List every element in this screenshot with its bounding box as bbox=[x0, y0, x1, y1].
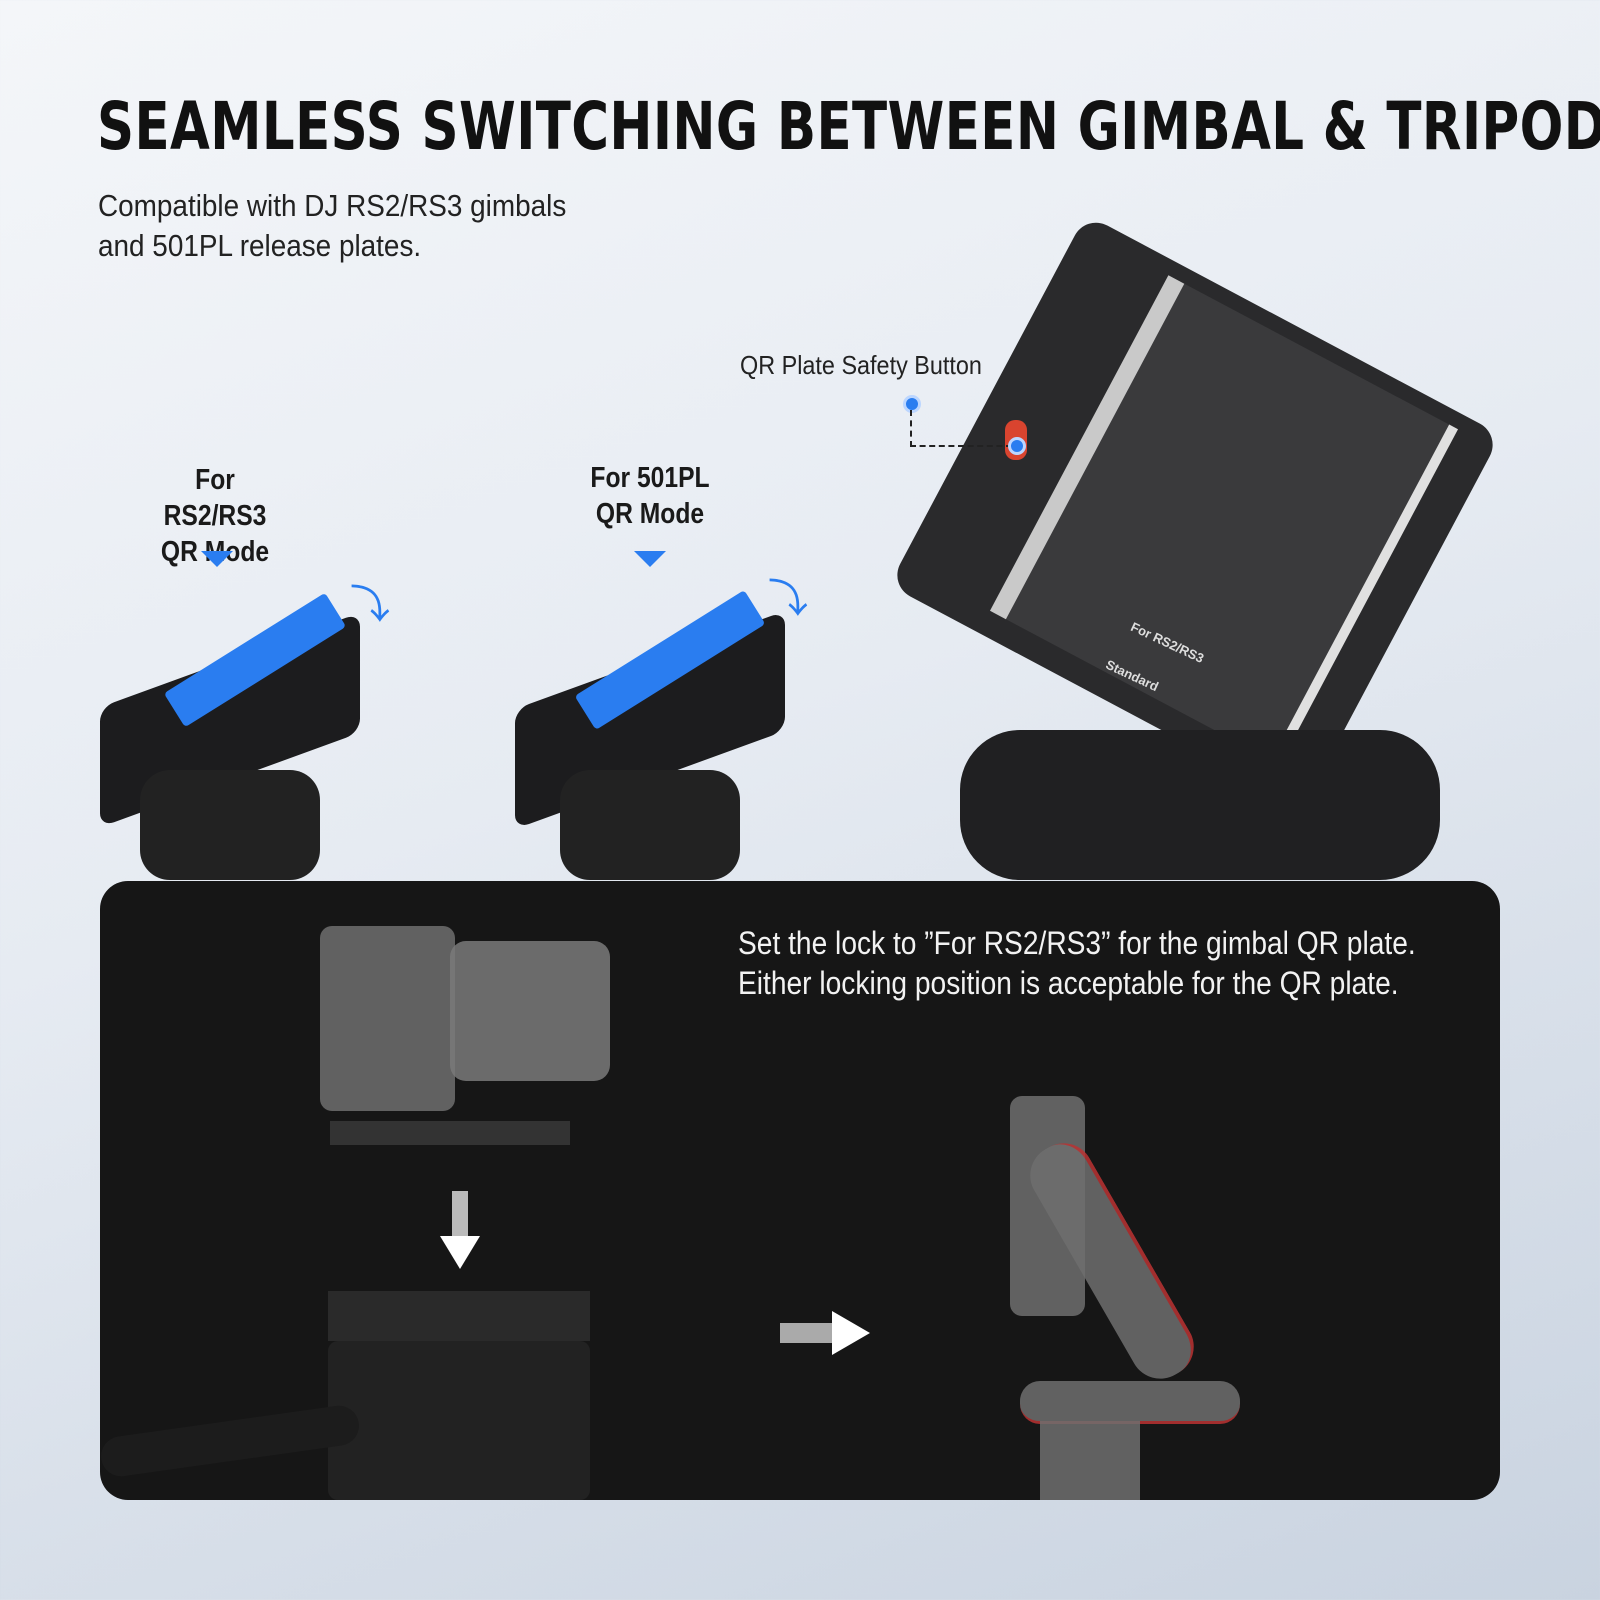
instruction-text: Set the lock to ”For RS2/RS3” for the gi… bbox=[738, 923, 1416, 1003]
instruction-panel: Set the lock to ”For RS2/RS3” for the gi… bbox=[100, 881, 1500, 1500]
triangle-down-icon bbox=[201, 551, 233, 567]
instruction-line: Set the lock to ”For RS2/RS3” for the gi… bbox=[738, 925, 1416, 961]
mode-label-line: QR Mode bbox=[595, 498, 705, 530]
rotate-arrow-icon: ⤵ bbox=[350, 583, 390, 627]
triangle-down-icon bbox=[634, 551, 666, 567]
callout-dot bbox=[1008, 437, 1026, 455]
mode-label-rs2-rs3: For RS2/RS3 QR Mode bbox=[143, 462, 288, 570]
subtitle-line: Compatible with DJ RS2/RS3 gimbals bbox=[98, 188, 567, 223]
mode-label-501pl: For 501PL QR Mode bbox=[578, 460, 723, 532]
subtitle-line: and 501PL release plates. bbox=[98, 228, 422, 263]
mode-label-line: For 501PL bbox=[590, 462, 710, 494]
callout-leader-line bbox=[910, 410, 1012, 447]
mode-label-line: For RS2/RS3 bbox=[163, 464, 267, 532]
page-title: SEAMLESS SWITCHING BETWEEN GIMBAL & TRIP… bbox=[97, 88, 1600, 165]
arrow-down-icon bbox=[440, 1191, 480, 1269]
instruction-line: Either locking position is acceptable fo… bbox=[738, 965, 1399, 1001]
callout-dot bbox=[903, 395, 921, 413]
subtitle: Compatible with DJ RS2/RS3 gimbals and 5… bbox=[98, 186, 566, 266]
rotate-arrow-icon: ⤵ bbox=[768, 577, 808, 621]
callout-label: QR Plate Safety Button bbox=[740, 350, 982, 380]
arrow-right-icon bbox=[780, 1311, 870, 1355]
